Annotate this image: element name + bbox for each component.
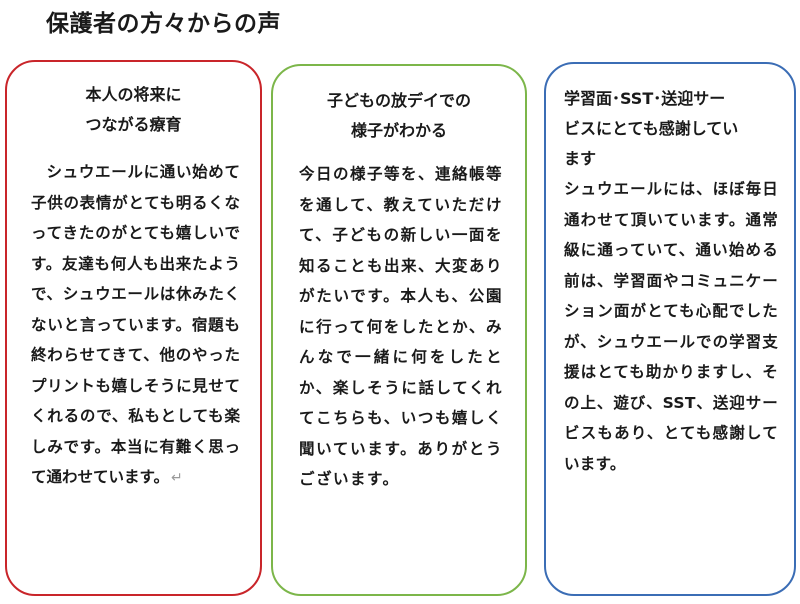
card-title-line: ます [564, 149, 597, 168]
paragraph-mark-icon: ↵ [170, 470, 183, 486]
card-body: シュウエールには、ほぼ毎日通わせて頂いています。通常級に通っていて、通い始める前… [564, 174, 778, 479]
card-title-line: 様子がわかる [350, 121, 447, 140]
testimonial-card-support: 学習面･SST･送迎サー ビスにとても感謝してい ます シュウエールには、ほぼ毎… [544, 62, 796, 596]
page-title: 保護者の方々からの声 [46, 11, 281, 37]
card-title-line: ビスにとても感謝してい [564, 119, 739, 138]
card-title-line: 子どもの放デイでの [326, 91, 471, 110]
testimonial-card-future: 本人の将来に つながる療育 シュウエールに通い始めて子供の表情がとても明るくなっ… [5, 60, 262, 596]
card-body: 今日の様子等を、連絡帳等を通して、教えていただけて、子どもの新しい一面を知ること… [299, 159, 503, 495]
card-body-text: シュウエールに通い始めて子供の表情がとても明るくなってきたのがとても嬉しいです。… [31, 163, 240, 486]
card-body-text: シュウエールには、ほぼ毎日通わせて頂いています。通常級に通っていて、通い始める前… [564, 180, 778, 473]
testimonial-card-daycare: 子どもの放デイでの 様子がわかる 今日の様子等を、連絡帳等を通して、教えていただ… [271, 64, 527, 596]
card-title: 本人の将来に つながる療育 [7, 80, 260, 140]
card-title-line: つながる療育 [85, 115, 182, 134]
card-title: 学習面･SST･送迎サー ビスにとても感謝してい ます [564, 84, 778, 174]
card-title-line: 本人の将来に [85, 85, 182, 104]
card-body-text: 今日の様子等を、連絡帳等を通して、教えていただけて、子どもの新しい一面を知ること… [299, 165, 504, 488]
card-body: シュウエールに通い始めて子供の表情がとても明るくなってきたのがとても嬉しいです。… [31, 157, 240, 494]
card-title: 子どもの放デイでの 様子がわかる [273, 86, 525, 146]
card-title-line: 学習面･SST･送迎サー [564, 89, 726, 108]
